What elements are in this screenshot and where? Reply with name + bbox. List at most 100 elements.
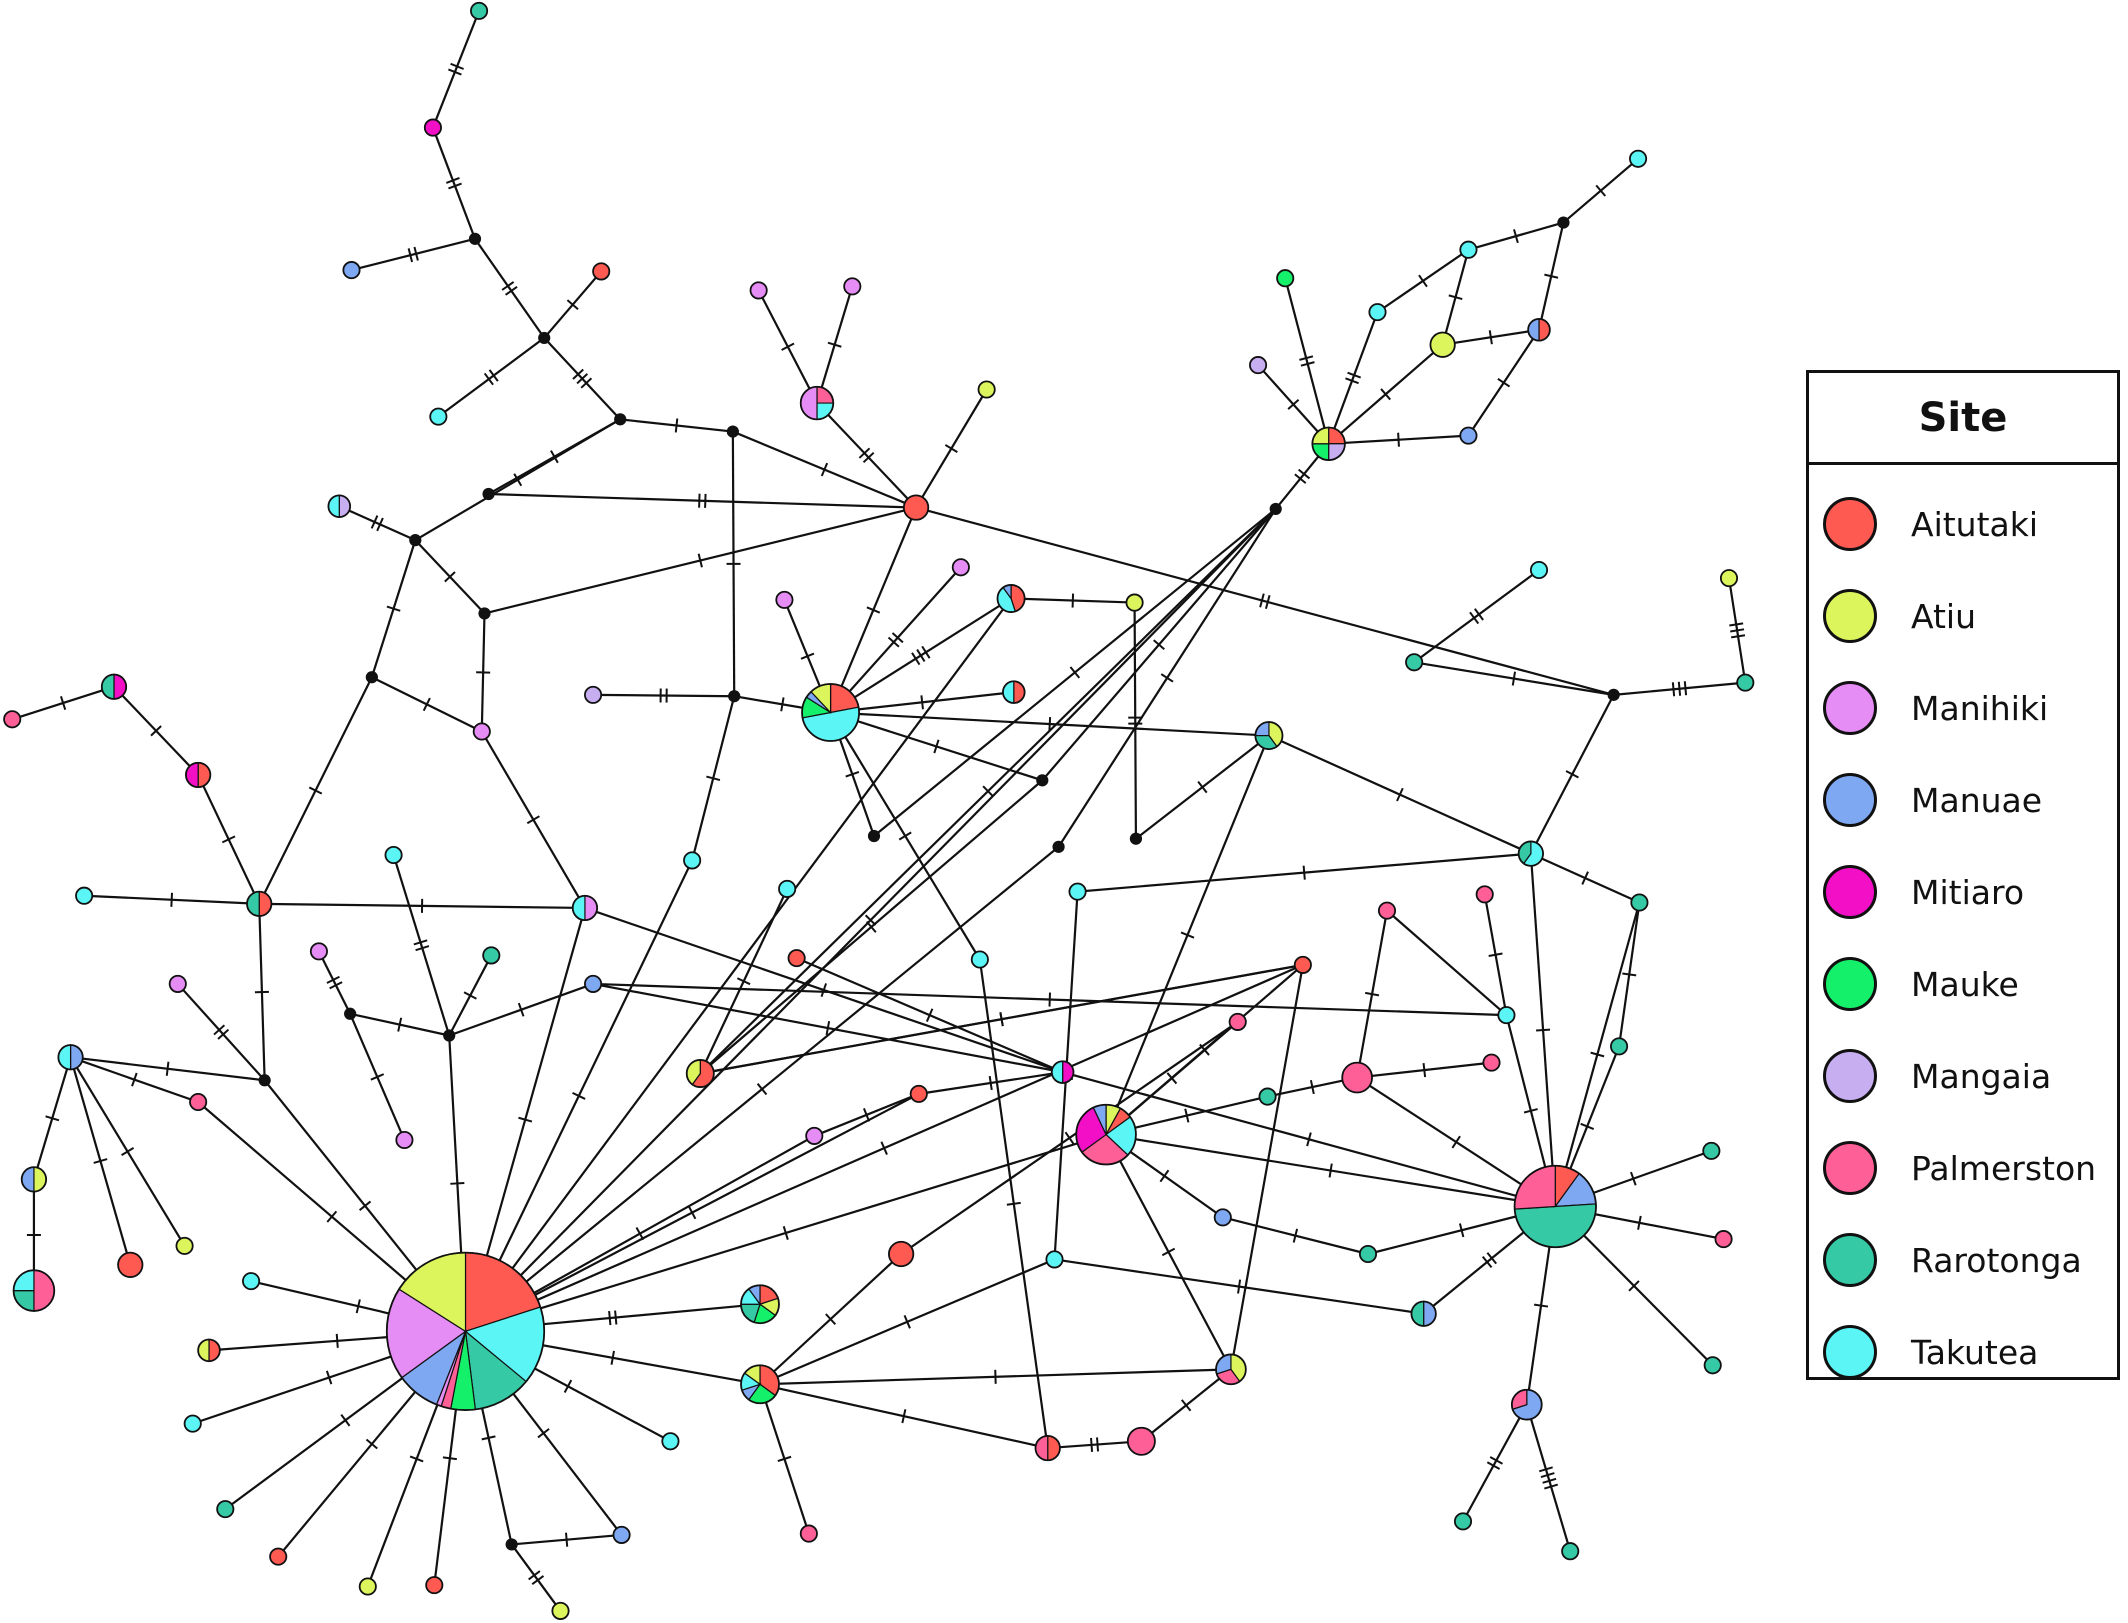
haplotype-slice <box>217 1501 234 1518</box>
haplotype-slice <box>1704 1357 1721 1374</box>
mutation-tick <box>820 462 829 477</box>
mutation-tick <box>866 606 881 614</box>
mutation-tick <box>60 696 67 710</box>
mutation-tick <box>1309 1080 1315 1095</box>
haplotype-outline <box>1405 653 1424 672</box>
mutation-tick <box>415 945 430 952</box>
haplotype-node <box>1629 149 1648 168</box>
haplotype-node <box>1459 240 1478 259</box>
haplotype-outline <box>1377 901 1397 920</box>
haplotype-outline <box>1276 269 1295 288</box>
haplotype-slice <box>1034 1435 1049 1461</box>
mutation-tick <box>121 1147 135 1157</box>
haplotype-slice <box>1720 570 1738 587</box>
mutation-tick <box>825 1020 831 1036</box>
haplotype-outline <box>1215 1353 1247 1386</box>
haplotype-node <box>683 851 702 870</box>
mutation-tick <box>921 645 931 659</box>
mutation-tick <box>1302 865 1306 880</box>
haplotype-slice <box>1214 1209 1231 1226</box>
median-vector <box>728 690 741 703</box>
haplotype-node <box>358 1577 377 1596</box>
haplotype-outline <box>358 1577 377 1596</box>
haplotype-slice <box>118 1252 143 1278</box>
haplotype-outline <box>425 1576 444 1595</box>
haplotype-node <box>799 385 835 421</box>
legend-item-aitutaki: Aitutaki <box>1809 478 2117 570</box>
haplotype-outline <box>843 277 862 296</box>
haplotype-node <box>1497 1006 1516 1025</box>
mutation-tick <box>1090 1437 1094 1452</box>
legend-label: Mauke <box>1911 964 2019 1004</box>
haplotype-slice <box>1629 150 1647 167</box>
haplotype-outline <box>1719 569 1739 588</box>
mutation-tick <box>450 1182 465 1185</box>
haplotype-node <box>216 1500 235 1519</box>
haplotype-outline <box>117 1251 144 1278</box>
haplotype-slice <box>1703 1142 1720 1160</box>
mutation-tick <box>1486 1461 1501 1470</box>
haplotype-slice <box>197 1338 210 1362</box>
haplotype-slice <box>76 887 93 904</box>
mutation-tick <box>370 1073 385 1081</box>
legend-item-mitiaro: Mitiaro <box>1809 846 2117 938</box>
haplotype-slice <box>750 282 767 299</box>
haplotype-slice <box>338 494 351 518</box>
mutation-tick <box>1536 1028 1551 1032</box>
mutation-tick <box>1513 229 1519 244</box>
haplotype-outline <box>3 710 22 729</box>
edge-line <box>829 566 962 714</box>
haplotype-node <box>57 1044 84 1071</box>
haplotype-outline <box>799 1524 818 1543</box>
haplotype-slice <box>1631 894 1648 911</box>
haplotype-node <box>612 1525 631 1544</box>
median-vector <box>614 413 627 426</box>
haplotype-outline <box>1068 882 1087 901</box>
mutation-tick <box>1160 673 1174 683</box>
haplotype-outline <box>385 1251 546 1411</box>
haplotype-slice <box>1047 1435 1061 1461</box>
haplotype-slice <box>33 1269 55 1312</box>
haplotype-outline <box>246 890 273 917</box>
haplotype-node <box>970 950 989 969</box>
haplotype-node <box>242 1272 261 1291</box>
haplotype-outline <box>1429 331 1456 358</box>
haplotype-slice <box>1342 1062 1373 1093</box>
haplotype-slice <box>788 950 805 967</box>
mutation-tick <box>1511 671 1517 686</box>
mutation-tick <box>706 775 721 782</box>
haplotype-slice <box>1046 1251 1063 1268</box>
haplotype-node <box>1513 1164 1597 1249</box>
edge-line <box>816 402 917 509</box>
haplotype-outline <box>1630 893 1649 912</box>
haplotype-outline <box>740 1284 780 1325</box>
mutation-tick <box>386 605 401 612</box>
haplotype-node <box>384 845 403 865</box>
haplotype-node <box>1610 1037 1629 1056</box>
haplotype-node <box>1410 1300 1437 1327</box>
edge-line <box>488 492 917 509</box>
haplotype-slice <box>1514 1203 1597 1248</box>
mutation-tick <box>308 786 323 795</box>
mutation-tick <box>413 939 428 946</box>
haplotype-slice <box>169 975 186 993</box>
haplotype-outline <box>1368 303 1387 322</box>
haplotype-outline <box>242 1272 261 1291</box>
haplotype-node <box>1213 1208 1232 1227</box>
haplotype-node <box>1034 1434 1061 1462</box>
mutation-tick <box>614 1310 618 1325</box>
haplotype-outline <box>787 949 806 968</box>
haplotype-slice <box>776 591 793 608</box>
mutation-tick <box>1538 1466 1553 1473</box>
haplotype-slice <box>1126 594 1143 611</box>
mutation-tick <box>565 1532 569 1547</box>
haplotype-node <box>1517 840 1544 867</box>
legend-label: Aitutaki <box>1911 504 2039 544</box>
haplotype-node <box>429 407 448 426</box>
haplotype-node <box>309 942 328 961</box>
edge-line <box>392 854 451 1036</box>
haplotype-slice <box>473 723 490 740</box>
mutation-tick <box>1595 184 1607 197</box>
haplotype-slice <box>184 1415 201 1432</box>
haplotype-outline <box>1034 1434 1061 1462</box>
